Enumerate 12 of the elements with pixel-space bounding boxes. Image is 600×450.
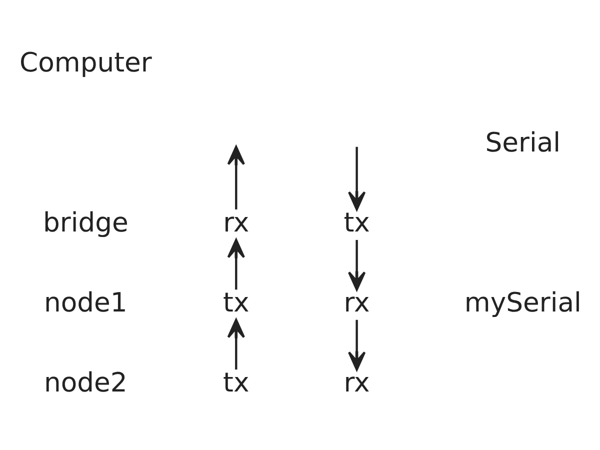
- node-text: tx: [223, 287, 250, 318]
- label: node1: [44, 287, 128, 318]
- label: Serial: [485, 128, 561, 159]
- node-text: rx: [344, 287, 370, 318]
- node-text: tx: [344, 207, 370, 238]
- node-text: rx: [223, 207, 250, 238]
- node-text: rx: [344, 367, 370, 398]
- label: Computer: [20, 48, 152, 79]
- label: node2: [44, 367, 128, 398]
- node-text: tx: [223, 367, 250, 398]
- label: mySerial: [464, 287, 582, 318]
- label: bridge: [42, 207, 128, 238]
